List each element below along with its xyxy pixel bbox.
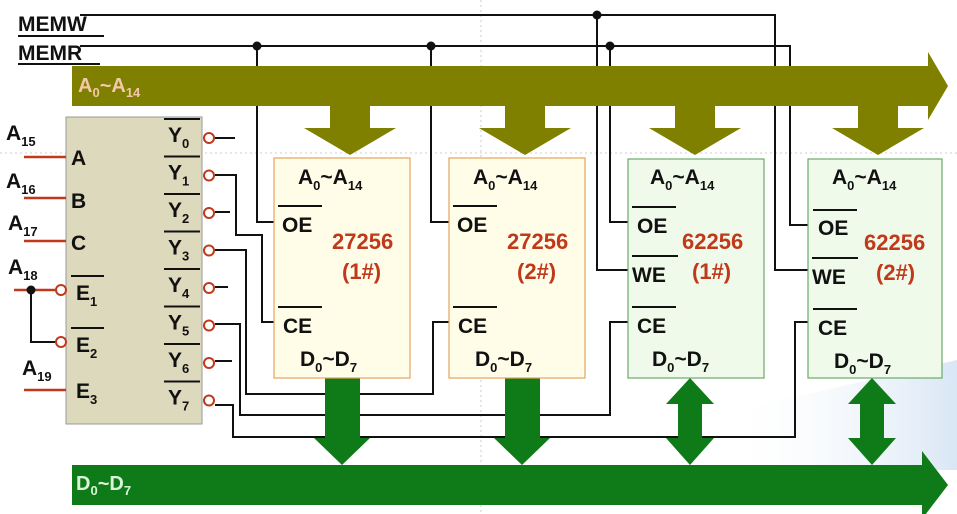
address-bus: A0~A14 (72, 52, 948, 155)
address-drop-arrow-1 (304, 98, 396, 155)
decoder-output-y3: Y3 (168, 237, 189, 264)
input-label-a17: A17 (8, 212, 38, 239)
decoder-pin-e1: E1 (76, 282, 97, 309)
chip-27256-2: A0~A14 OE CE 27256 (2#) D0~D7 (448, 157, 586, 379)
chip-body (807, 158, 943, 379)
y6-inversion-bubble (203, 357, 215, 369)
chip-body (273, 157, 411, 379)
y0-inversion-bubble (203, 132, 215, 144)
chip-62256-1: A0~A14 OE WE CE 62256 (1#) D0~D7 (627, 158, 765, 379)
chip-index: (1#) (692, 259, 731, 284)
chip-address-label: A0~A14 (473, 166, 538, 193)
chip-ce-pin: CE (818, 317, 847, 340)
decoder-output-y4: Y4 (168, 274, 190, 301)
y4-inversion-bubble (203, 282, 215, 294)
a18-junction-dot (26, 285, 36, 295)
chip-we-pin: WE (632, 264, 666, 287)
y1-inversion-bubble (203, 169, 215, 182)
decoder-output-y0: Y0 (168, 124, 189, 151)
chip-index: (2#) (517, 259, 556, 284)
chip-data-label: D0~D7 (834, 350, 891, 377)
address-drop-arrow-4 (832, 98, 924, 155)
decoder-pin-e3: E3 (76, 380, 97, 407)
chip-27256-1: A0~A14 OE CE 27256 (1#) D0~D7 (273, 157, 411, 379)
chip-part-number: 27256 (332, 229, 393, 254)
chip-oe-pin: OE (282, 214, 312, 237)
decoder-pin-c: C (71, 232, 86, 255)
chip-part-number: 62256 (682, 229, 743, 254)
decoder-138 (65, 116, 203, 425)
chip-ce-pin: CE (458, 315, 487, 338)
chip-oe-pin: OE (457, 214, 487, 237)
decoder-pin-a: A (71, 147, 86, 170)
decoder-output-y5: Y5 (168, 312, 189, 339)
y5-inversion-bubble (203, 319, 215, 332)
junction-dots (252, 10, 615, 51)
data-bus-label: D0~D7 (76, 473, 131, 498)
input-label-a15: A15 (6, 122, 36, 149)
decoder-output-y6: Y6 (168, 349, 189, 376)
chip-body (448, 157, 586, 379)
y3-inversion-bubble (203, 244, 215, 257)
chip-index: (2#) (876, 260, 915, 285)
chip-data-label: D0~D7 (300, 348, 357, 375)
chip-part-number: 62256 (864, 230, 925, 255)
e2-inversion-bubble (55, 336, 67, 348)
data-arrow-ram-1 (666, 378, 714, 465)
memw-label: MEMW (18, 13, 87, 36)
chip-part-number: 27256 (507, 229, 568, 254)
y7-inversion-bubble (203, 394, 215, 407)
chip-body (627, 158, 765, 379)
background-shading (720, 360, 957, 470)
chip-data-label: D0~D7 (475, 348, 532, 375)
address-bus-arrow (72, 52, 948, 120)
chip-ce-pin: CE (637, 315, 666, 338)
decoder-body (65, 116, 203, 425)
chip-oe-pin: OE (818, 217, 848, 240)
a18-branch (30, 290, 56, 343)
e1-inversion-bubble (55, 284, 67, 296)
chip-index: (1#) (342, 259, 381, 284)
decoder-output-y1: Y1 (168, 162, 189, 189)
address-drop-arrow-3 (649, 98, 741, 155)
data-bus: D0~D7 (72, 378, 948, 514)
data-bus-arrow (72, 451, 948, 514)
chip-62256-2: A0~A14 OE WE CE 62256 (2#) D0~D7 (807, 158, 943, 379)
decoder-pin-b: B (71, 190, 86, 213)
chip-oe-pin: OE (637, 215, 667, 238)
chip-we-pin: WE (812, 266, 846, 289)
chip-data-label: D0~D7 (652, 348, 709, 375)
address-bus-label: A0~A14 (78, 75, 141, 100)
chip-ce-pin: CE (283, 315, 312, 338)
chip-address-label: A0~A14 (832, 166, 897, 193)
address-drop-arrow-2 (479, 98, 571, 155)
y2-inversion-bubble (203, 207, 215, 219)
data-arrow-ram-2 (848, 378, 896, 465)
data-arrow-rom-2 (494, 378, 550, 465)
chip-address-label: A0~A14 (650, 166, 715, 193)
input-label-a16: A16 (6, 170, 36, 197)
input-label-a19: A19 (22, 357, 52, 384)
decoder-output-y7: Y7 (168, 387, 189, 414)
input-label-a18: A18 (8, 256, 38, 283)
chip-address-label: A0~A14 (298, 166, 363, 193)
decoder-pin-e2: E2 (76, 334, 97, 361)
decoder-output-y2: Y2 (168, 199, 189, 226)
data-arrow-rom-1 (314, 378, 370, 465)
memr-label: MEMR (18, 42, 82, 65)
